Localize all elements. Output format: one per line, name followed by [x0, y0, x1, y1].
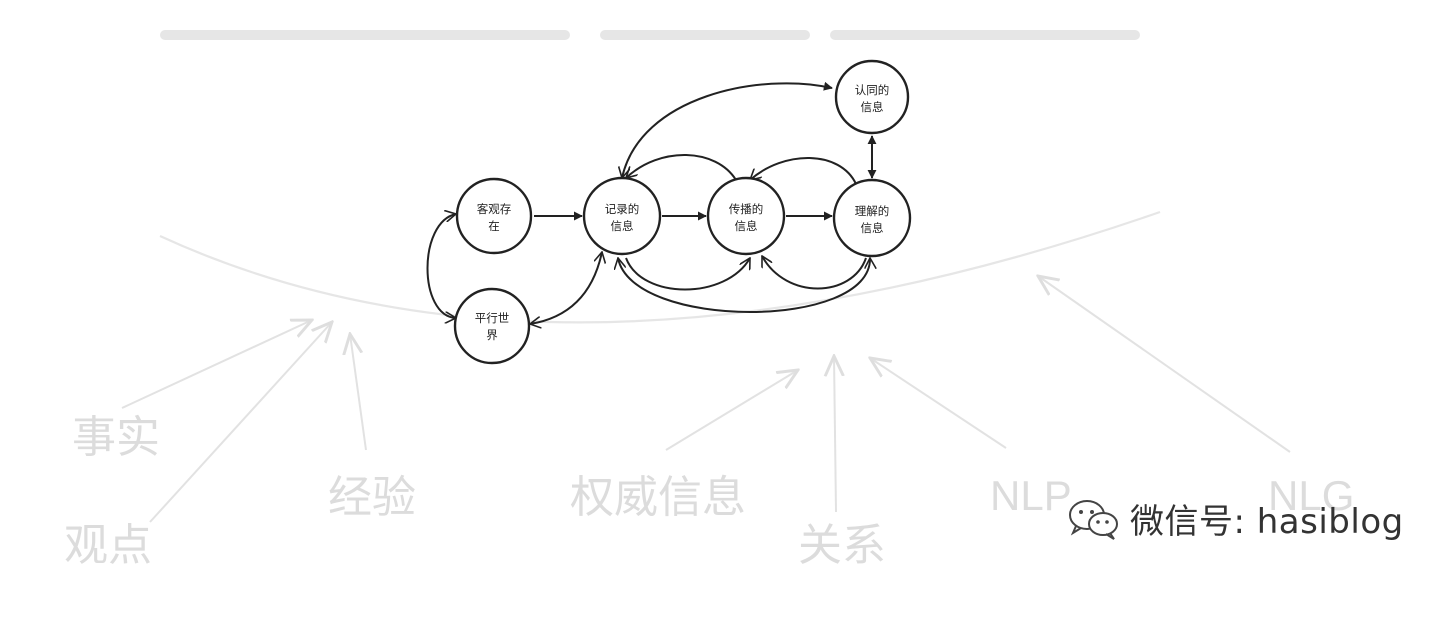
edge-recorded-spread-lower	[625, 258, 751, 291]
node-accepted-line1: 认同的	[855, 83, 890, 97]
node-understood: 理解的 信息	[832, 178, 912, 258]
arrow-nlg	[1038, 276, 1291, 453]
arrow-opinions	[149, 322, 332, 523]
node-recorded: 记录的 信息	[582, 176, 662, 256]
watermark: 微信号: hasiblog	[1066, 494, 1404, 543]
node-spread-line2: 信息	[735, 219, 758, 233]
arrow-relations	[834, 356, 836, 513]
label-experience: 经验	[328, 472, 416, 523]
node-spread-line1: 传播的	[729, 202, 764, 216]
node-recorded-line2: 信息	[611, 219, 634, 233]
label-nlg: NLG	[1268, 472, 1354, 519]
edge-recorded-accepted	[622, 83, 832, 178]
node-parallel: 平行世 界	[453, 287, 531, 365]
edge-parallel-recorded	[530, 252, 602, 324]
arrow-facts	[121, 320, 312, 409]
label-facts: 事实	[72, 412, 160, 463]
edge-understood-spread-upper	[750, 157, 857, 185]
edge-recorded-understood-lower	[618, 258, 870, 313]
node-accepted: 认同的 信息	[834, 59, 910, 135]
arrow-experience	[350, 334, 367, 451]
node-objective-line2: 在	[488, 219, 500, 233]
edge-spread-recorded-upper	[626, 154, 737, 181]
wechat-icon	[1069, 499, 1118, 540]
edge-objective-parallel	[426, 214, 457, 318]
node-accepted-line2: 信息	[861, 100, 884, 114]
node-parallel-line1: 平行世	[475, 311, 510, 325]
node-understood-line2: 信息	[861, 221, 884, 235]
arrow-authority	[665, 370, 798, 451]
label-relations: 关系	[798, 520, 886, 571]
watermark-text: 微信号: hasiblog	[1130, 502, 1404, 542]
node-parallel-line2: 界	[486, 328, 498, 342]
node-objective: 客观存 在	[455, 177, 533, 255]
node-recorded-line1: 记录的	[605, 202, 640, 216]
node-objective-line1: 客观存	[477, 202, 512, 216]
label-nlp: NLP	[990, 472, 1072, 519]
faded-pointer-arrows	[121, 276, 1291, 523]
node-spread: 传播的 信息	[706, 176, 786, 256]
connectors	[426, 83, 877, 324]
label-opinions: 观点	[64, 520, 152, 571]
edge-understood-spread-lower	[761, 256, 867, 290]
label-authority-info: 权威信息	[570, 472, 746, 523]
arrow-nlp	[870, 358, 1007, 449]
faded-arc	[159, 210, 1161, 324]
faded-text-remnant	[160, 30, 1140, 40]
node-understood-line1: 理解的	[855, 204, 890, 218]
